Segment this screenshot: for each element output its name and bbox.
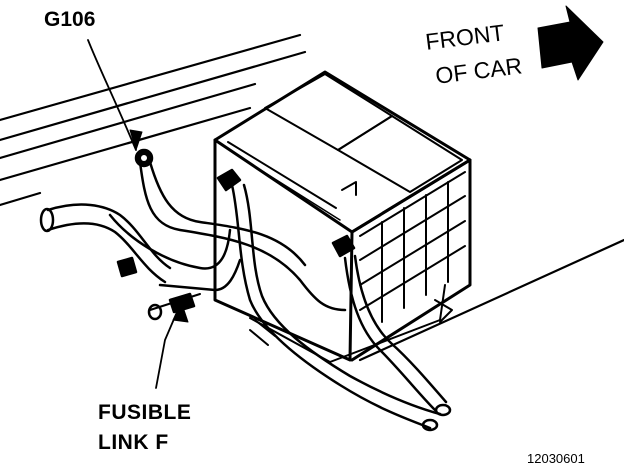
battery [213, 70, 472, 363]
g106-arrowhead [129, 129, 143, 151]
fusible-link-label-line1: FUSIBLE [98, 401, 192, 424]
battery-cell-grid [359, 171, 466, 323]
right-arrow-icon [537, 5, 604, 81]
battery-cables [230, 183, 452, 432]
fusible-link-arrowhead [172, 303, 189, 323]
fender-rails [0, 33, 624, 362]
ground-label: G106 [44, 8, 96, 31]
fusible-link-label-line2: LINK F [98, 431, 169, 454]
figure-code: 12030601 [527, 451, 585, 466]
wiring-harness [39, 148, 347, 321]
battery-terminals [216, 168, 356, 258]
